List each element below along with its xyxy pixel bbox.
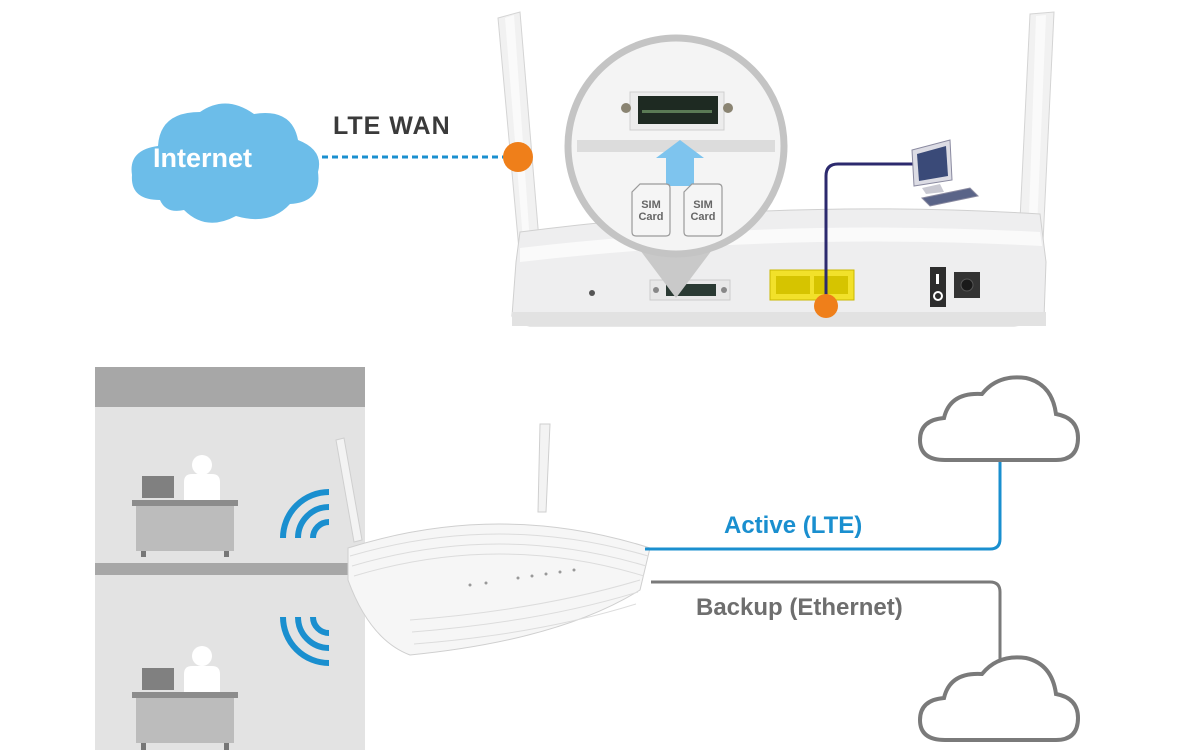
sim-card-label: SIM Card: [631, 199, 671, 223]
dc-power-jack: [954, 272, 980, 298]
internet-label: Internet: [153, 143, 253, 173]
lan-port-marker: [814, 294, 838, 318]
active-lte-line: [645, 462, 1002, 551]
wifi-signal-icon: [280, 489, 330, 539]
office-desk-upper: [132, 455, 238, 557]
sim-slot: [649, 279, 731, 301]
sim-magnifier-callout: [564, 34, 788, 298]
power-switch: [930, 267, 946, 307]
cloud-ethernet-icon: [917, 655, 1081, 742]
wifi-signal-icon: [280, 616, 330, 666]
router-rear-body: [511, 208, 1047, 327]
building-illustration: [95, 367, 365, 750]
sim-card-label: SIM Card: [683, 199, 723, 223]
lte-antenna-marker: [503, 142, 533, 172]
sim-card-label-line1: SIM: [641, 199, 661, 211]
sim-card-label-line2: Card: [638, 211, 664, 223]
internet-cloud-icon: [131, 103, 320, 223]
backup-ethernet-line: [651, 580, 1002, 660]
reset-hole: [589, 290, 595, 296]
pc-icon: [911, 139, 980, 207]
office-desk-lower: [132, 646, 238, 750]
sim-card-icon: [683, 183, 723, 237]
cloud-lte-icon: [917, 375, 1081, 462]
sim-card-label-line2: Card: [690, 211, 716, 223]
sim-card-icon: [631, 183, 671, 237]
insert-arrow-icon: [656, 140, 704, 186]
lte-wan-label: LTE WAN: [333, 112, 451, 140]
ethernet-ports: [769, 269, 855, 301]
active-lte-label: Active (LTE): [724, 512, 863, 539]
backup-ethernet-label: Backup (Ethernet): [696, 594, 903, 621]
router-front: [335, 423, 651, 656]
lan-cable: [824, 162, 915, 298]
sim-card-label-line1: SIM: [693, 199, 713, 211]
